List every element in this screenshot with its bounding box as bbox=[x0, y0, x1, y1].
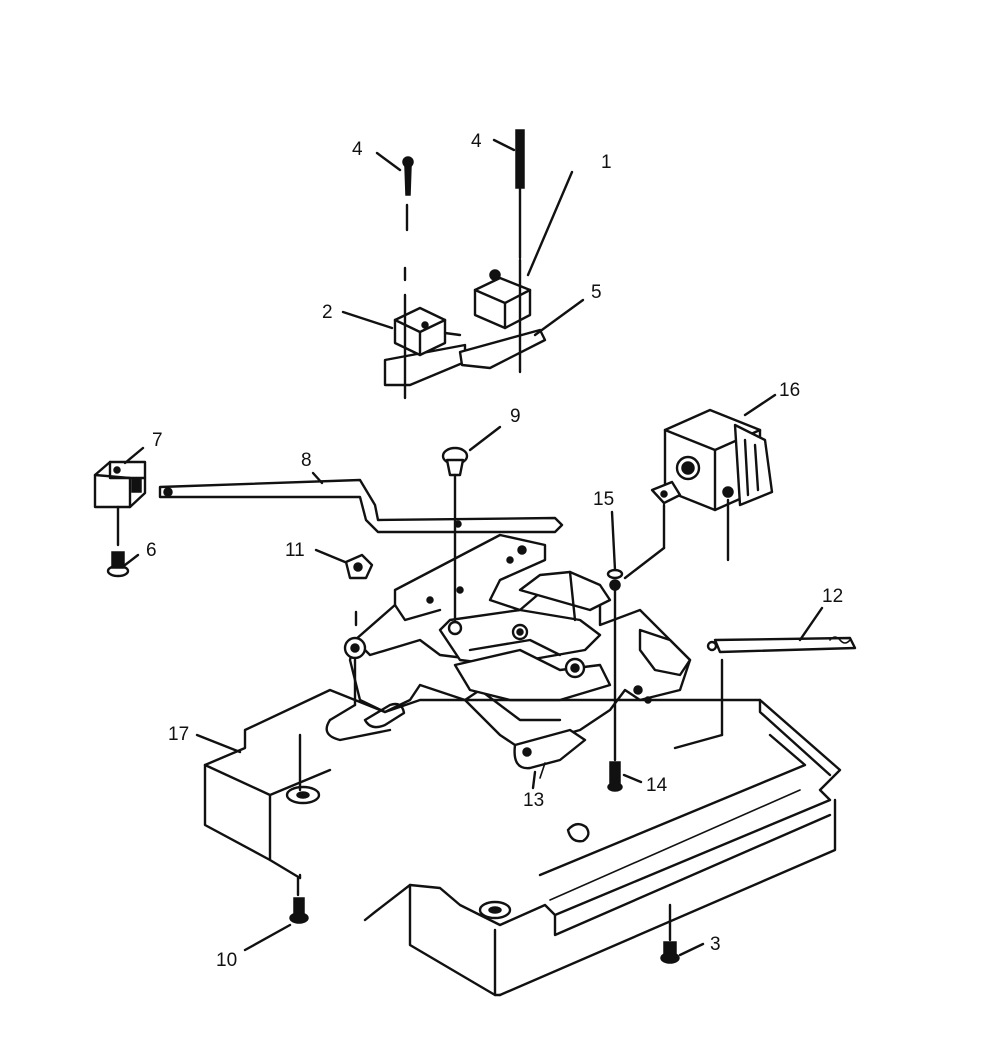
callout-11: 11 bbox=[285, 540, 305, 561]
plug-9 bbox=[441, 446, 469, 622]
callout-1: 1 bbox=[601, 152, 612, 173]
callout-leaders bbox=[123, 138, 824, 957]
callout-8: 8 bbox=[301, 450, 312, 471]
switch-2-assembly bbox=[383, 266, 467, 400]
callout-4-right: 4 bbox=[471, 131, 482, 152]
callout-2: 2 bbox=[322, 302, 333, 323]
callout-17: 17 bbox=[168, 724, 189, 745]
screw-15-14 bbox=[606, 568, 624, 792]
callout-5: 5 bbox=[591, 282, 602, 303]
screw-3 bbox=[660, 903, 680, 964]
main-bracket bbox=[325, 533, 692, 762]
base-plate bbox=[203, 688, 842, 997]
screw-4-left bbox=[402, 156, 414, 232]
callout-13: 13 bbox=[523, 790, 544, 811]
callout-3: 3 bbox=[710, 934, 721, 955]
lever-13 bbox=[513, 728, 587, 779]
screw-4-right bbox=[515, 129, 525, 260]
switch-1-assembly bbox=[458, 258, 547, 374]
spring-rod-12 bbox=[673, 636, 857, 750]
screw-6 bbox=[106, 551, 130, 578]
callout-12: 12 bbox=[822, 586, 843, 607]
actuator-rod-8 bbox=[158, 478, 564, 534]
callout-16: 16 bbox=[779, 380, 800, 401]
switch-7 bbox=[93, 460, 147, 547]
callout-10: 10 bbox=[216, 950, 237, 971]
solenoid-16 bbox=[623, 408, 774, 580]
callout-15: 15 bbox=[593, 489, 614, 510]
nut-11 bbox=[344, 553, 374, 627]
callout-7: 7 bbox=[152, 430, 163, 451]
callout-9: 9 bbox=[510, 406, 521, 427]
callout-14: 14 bbox=[646, 775, 668, 796]
screw-10 bbox=[289, 876, 309, 924]
callout-4-left: 4 bbox=[352, 139, 363, 160]
callout-labels: 1 2 3 4 4 5 6 7 8 9 10 11 12 13 14 15 16… bbox=[146, 131, 843, 971]
callout-6: 6 bbox=[146, 540, 157, 561]
